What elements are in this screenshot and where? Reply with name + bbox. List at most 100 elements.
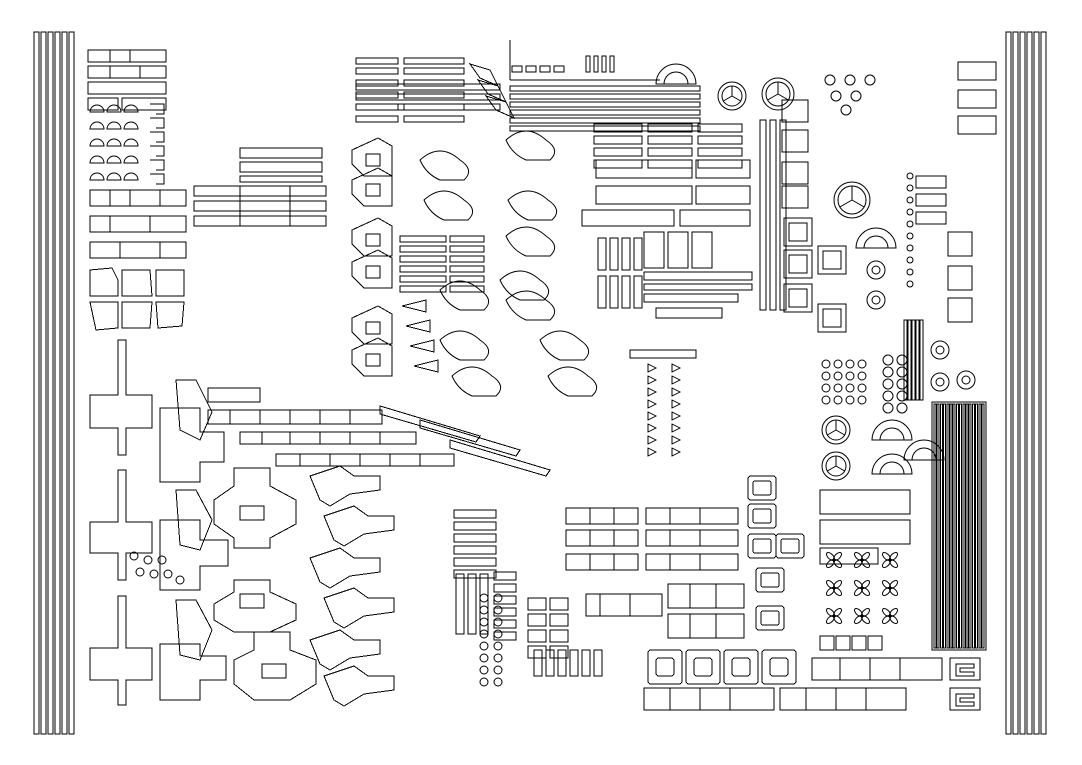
bar-piece xyxy=(679,209,751,227)
small-circle xyxy=(857,383,867,393)
curved-part xyxy=(547,366,598,397)
propeller-blade xyxy=(889,607,899,617)
wheel-spoke xyxy=(835,429,845,436)
small-circle xyxy=(845,359,855,369)
stair-part xyxy=(484,95,516,120)
square-frame xyxy=(783,249,813,279)
small-circle xyxy=(479,665,489,675)
rail-stripe xyxy=(1019,31,1026,735)
small-bar xyxy=(453,545,497,555)
propeller-blade xyxy=(861,551,871,561)
tri-part xyxy=(401,299,427,313)
spike-part xyxy=(379,405,481,443)
ladder-stripe xyxy=(975,403,979,649)
small-circle xyxy=(833,371,843,381)
wing-part xyxy=(351,337,393,377)
square-frame xyxy=(783,283,813,313)
curved-part xyxy=(505,226,556,257)
small-circle xyxy=(479,593,489,603)
half-wheel-inner xyxy=(663,71,689,85)
spike-part xyxy=(419,419,521,457)
long-bars-left xyxy=(89,147,327,259)
propeller-blade xyxy=(833,607,843,617)
small-circle xyxy=(840,104,852,116)
propeller-parts xyxy=(819,551,899,651)
half-round xyxy=(123,138,139,147)
ladder-stripe xyxy=(933,403,937,649)
square-frame xyxy=(755,567,785,593)
ring-part xyxy=(866,290,886,310)
ladder-stripe xyxy=(968,403,972,649)
vbar xyxy=(597,275,607,309)
small-circle xyxy=(845,371,855,381)
bracket-part xyxy=(150,159,165,171)
vbar xyxy=(557,649,567,677)
half-round xyxy=(106,172,122,181)
rail-stripe xyxy=(40,31,47,735)
rail-stripe xyxy=(54,31,61,735)
small-block xyxy=(527,613,547,627)
small-circle xyxy=(882,366,894,378)
ladder-stripe xyxy=(971,403,975,649)
small-circle xyxy=(833,359,843,369)
half-round xyxy=(123,172,139,181)
wheel-parts xyxy=(655,63,976,481)
vbar xyxy=(907,319,912,401)
ring-part xyxy=(930,340,950,360)
bracket-part xyxy=(150,173,165,185)
tiny-arrow xyxy=(647,447,658,457)
shield-panels xyxy=(89,267,185,331)
half-round xyxy=(89,121,105,130)
half-round xyxy=(89,138,105,147)
wing-slot xyxy=(365,265,381,279)
bar-piece xyxy=(511,65,523,73)
tiny-arrow xyxy=(671,447,682,457)
half-wheel xyxy=(871,419,913,441)
wing-part xyxy=(351,249,393,289)
ladder-stripe xyxy=(949,403,953,649)
small-circle xyxy=(906,172,914,180)
half-round xyxy=(123,121,139,130)
small-circle xyxy=(157,555,167,565)
wheel-spoke xyxy=(723,95,733,102)
small-circle xyxy=(821,383,831,393)
wing-part xyxy=(351,217,393,257)
small-circle xyxy=(175,575,185,585)
half-round xyxy=(106,104,122,113)
tiny-arrow xyxy=(647,387,658,397)
half-wheel-inner xyxy=(911,447,937,461)
bar-piece xyxy=(647,147,693,157)
small-bar xyxy=(493,571,517,581)
bar-piece xyxy=(593,159,643,169)
wheel-spoke xyxy=(835,465,845,472)
small-bar xyxy=(493,631,517,641)
bracket-part xyxy=(150,103,165,115)
wheel-spoke xyxy=(767,93,779,101)
rail-stripe xyxy=(1033,31,1040,735)
half-round xyxy=(106,138,122,147)
vbar xyxy=(533,649,543,677)
wheel-spoke xyxy=(827,465,837,472)
bar-piece xyxy=(647,159,693,169)
vbar xyxy=(569,649,579,677)
small-circle xyxy=(882,378,894,390)
tiny-arrow xyxy=(671,375,682,385)
ladder-stripe xyxy=(943,403,947,649)
bar-piece xyxy=(355,91,399,99)
half-round xyxy=(123,104,139,113)
small-circle xyxy=(493,605,503,615)
curved-part xyxy=(507,190,558,221)
small-bar xyxy=(399,245,447,253)
bar-piece xyxy=(695,159,751,179)
half-round xyxy=(89,104,105,113)
square-frame-inner xyxy=(760,610,780,626)
square-frame xyxy=(747,533,777,559)
grate-piece xyxy=(867,635,883,651)
small-circle xyxy=(906,244,914,252)
small-circle xyxy=(857,395,867,405)
square-frame xyxy=(647,649,683,685)
emblem-boxes xyxy=(949,657,981,711)
bar-piece xyxy=(355,115,399,123)
bar-piece xyxy=(403,57,465,65)
half-wheel xyxy=(855,227,897,249)
